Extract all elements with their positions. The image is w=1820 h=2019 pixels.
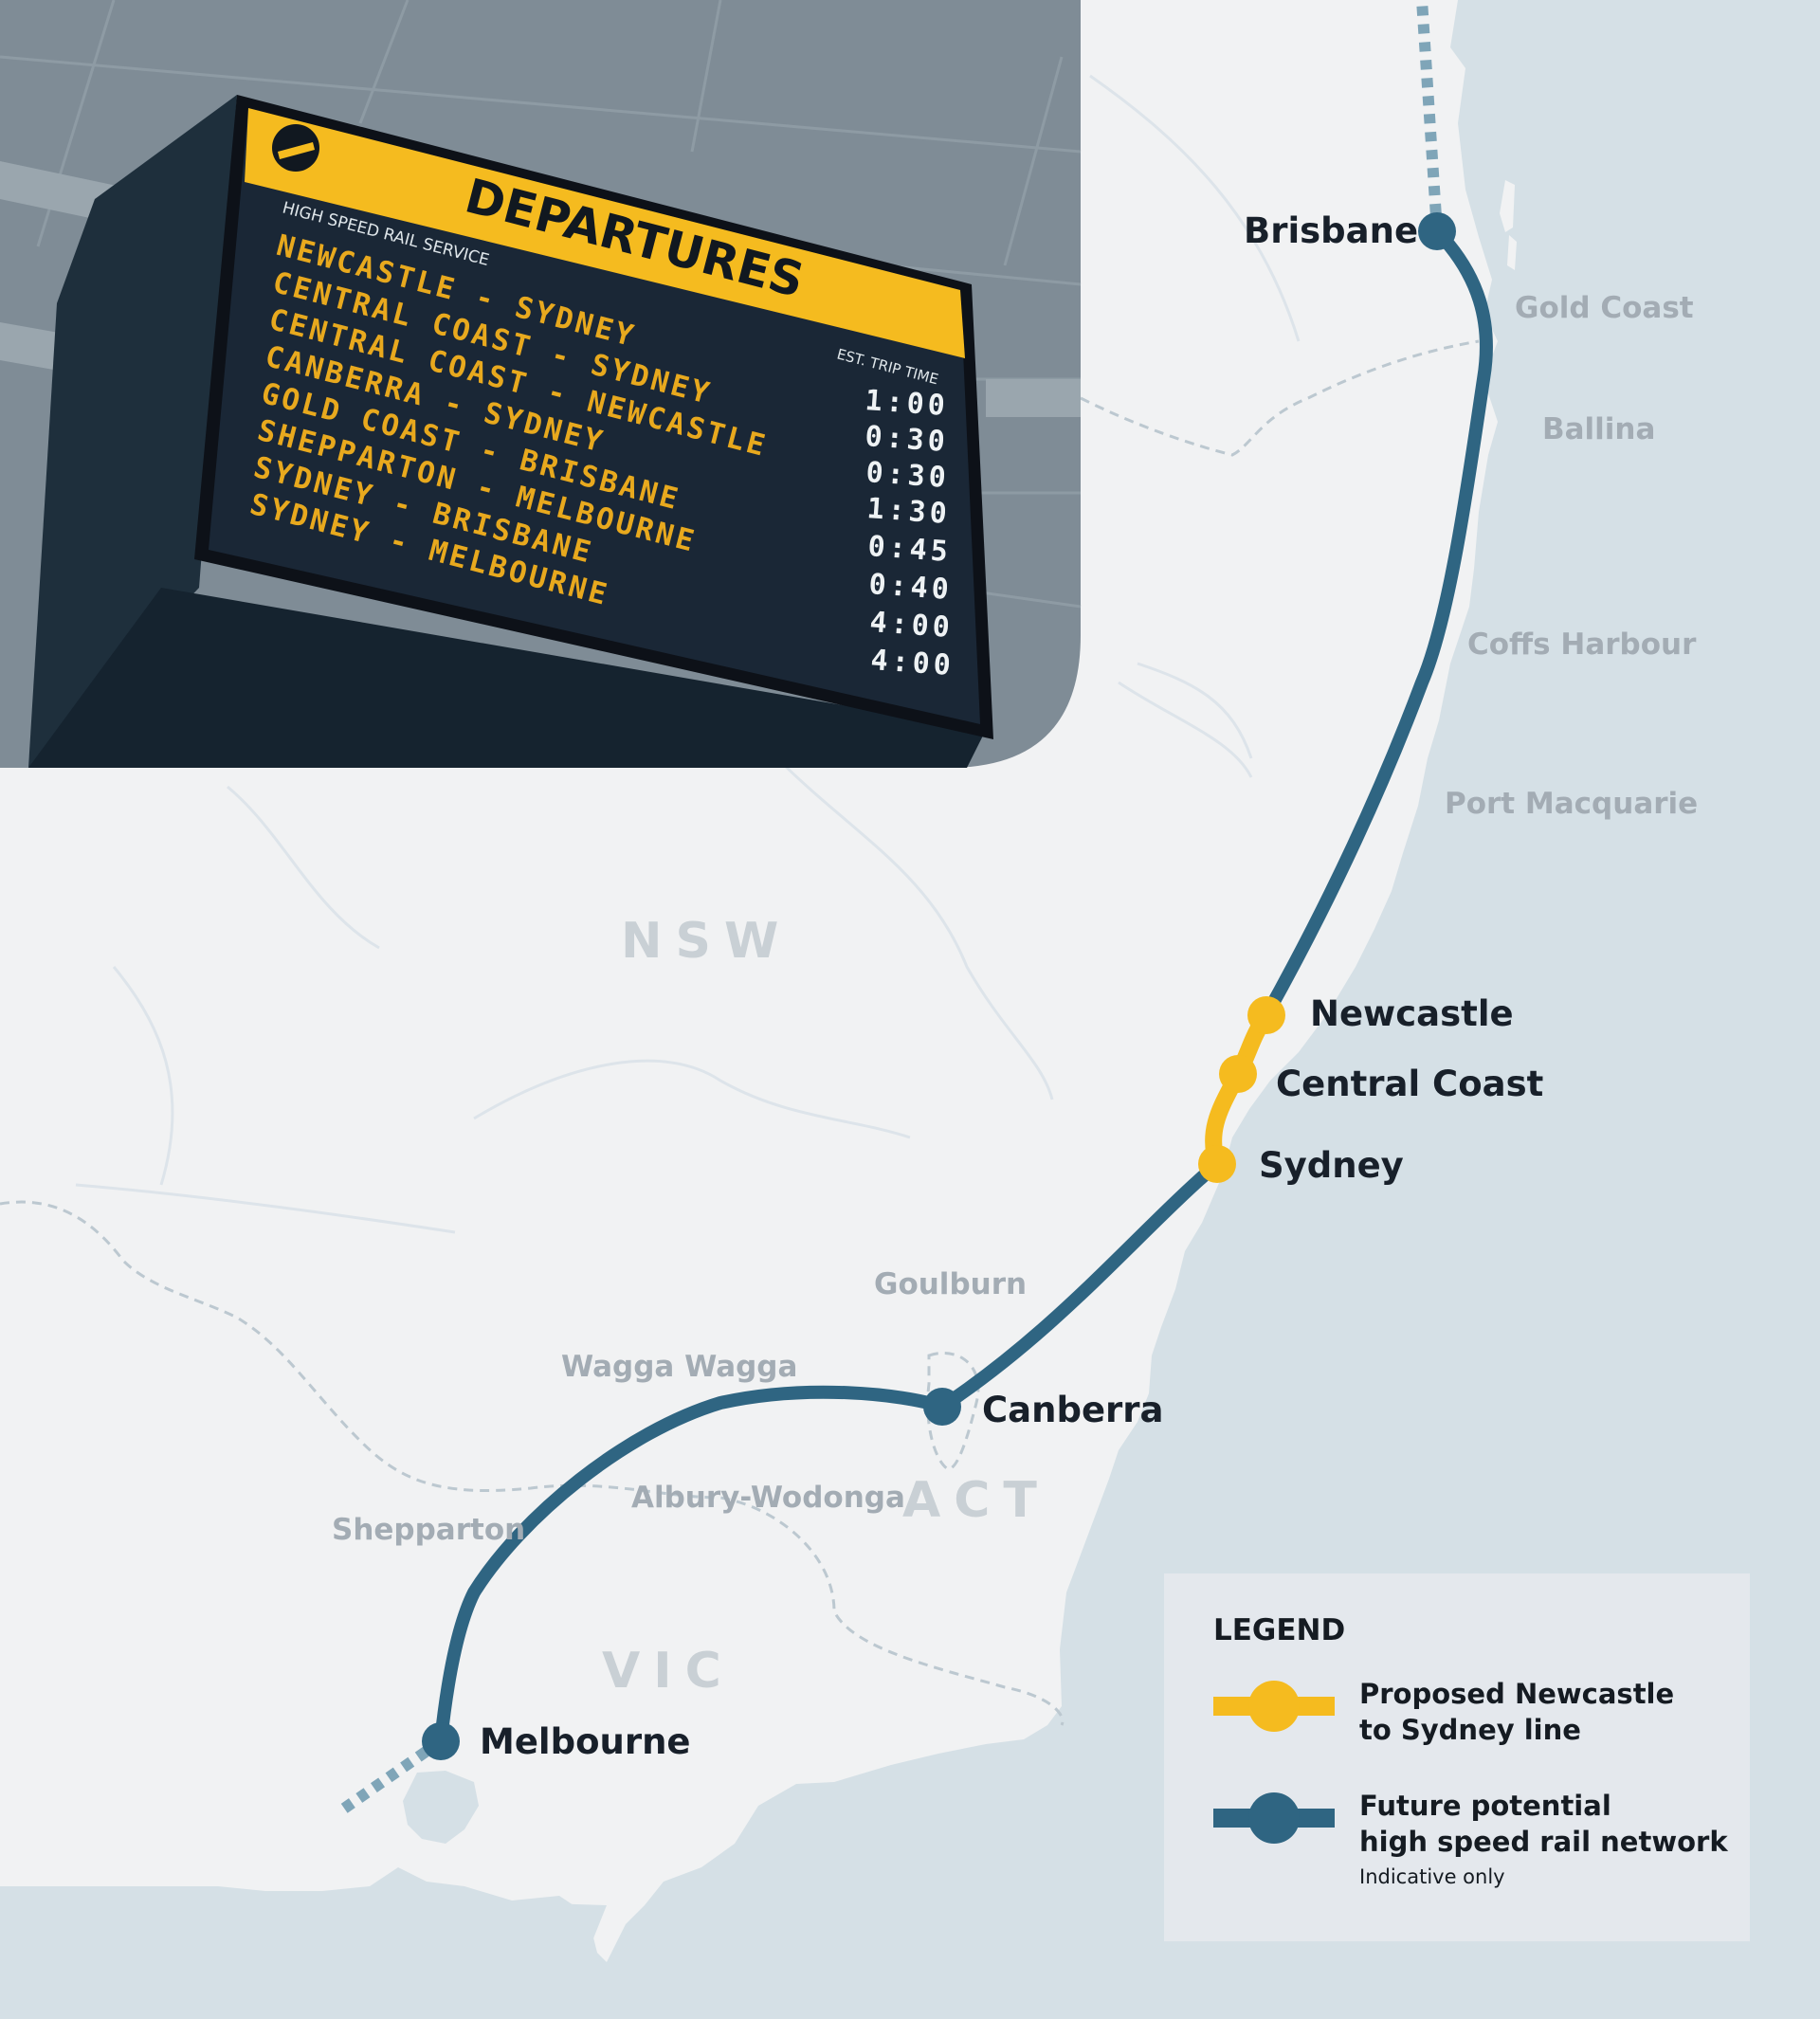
board-time-2: 0:30 bbox=[864, 420, 949, 459]
state-label-vic: VIC bbox=[602, 1643, 735, 1700]
station-label-sydney: Sydney bbox=[1259, 1145, 1404, 1186]
station-dot-central-coast[interactable] bbox=[1219, 1055, 1257, 1093]
station-dot-melbourne[interactable] bbox=[422, 1722, 460, 1760]
ceiling-line-4 bbox=[358, 0, 410, 124]
board-time-1: 1:00 bbox=[864, 384, 949, 423]
legend-future-line1: Future potential bbox=[1359, 1790, 1611, 1822]
melbourne-extension-dashed bbox=[337, 1737, 445, 1815]
train-logo-stripe bbox=[278, 142, 315, 159]
town-label-albury-wodonga: Albury-Wodonga bbox=[631, 1481, 905, 1515]
legend-proposed-line-swatch bbox=[1213, 1681, 1335, 1732]
boundary-act bbox=[926, 1351, 980, 1471]
departures-board-inset: DEPARTURES HIGH SPEED RAIL SERVICE EST. … bbox=[0, 0, 1082, 768]
board-time-7: 4:00 bbox=[868, 606, 954, 645]
boundary-nsw-vic bbox=[0, 1200, 1065, 1726]
ceiling-line-6 bbox=[1003, 56, 1064, 266]
rivers bbox=[75, 74, 1301, 1234]
river-6 bbox=[75, 1183, 456, 1234]
river-7 bbox=[112, 966, 174, 1186]
board-header bbox=[245, 108, 965, 358]
legend-future-line2: high speed rail network bbox=[1359, 1826, 1728, 1858]
ceiling-line-1 bbox=[0, 55, 1082, 154]
station-dot-sydney[interactable] bbox=[1198, 1145, 1236, 1183]
future-rail-line-south bbox=[434, 1157, 1224, 1748]
legend-proposed-dot bbox=[1248, 1681, 1300, 1732]
town-label-goulburn: Goulburn bbox=[874, 1267, 1027, 1301]
island-2 bbox=[1507, 235, 1517, 270]
board-base bbox=[28, 588, 986, 768]
river-8 bbox=[1118, 681, 1253, 778]
legend-proposed-label: Proposed Newcastle to Sydney line bbox=[1359, 1676, 1738, 1748]
station-label-central-coast: Central Coast bbox=[1276, 1064, 1543, 1104]
station-label-brisbane: Brisbane bbox=[1244, 210, 1418, 251]
town-label-coffs-harbour: Coffs Harbour bbox=[1467, 628, 1697, 662]
legend-proposed-line1: Proposed Newcastle bbox=[1359, 1678, 1675, 1710]
town-label-shepparton: Shepparton bbox=[332, 1513, 525, 1547]
board-time-4: 1:30 bbox=[865, 492, 951, 531]
river-1 bbox=[1089, 74, 1301, 342]
station-label-canberra: Canberra bbox=[982, 1390, 1164, 1430]
board-time-5: 0:45 bbox=[866, 530, 952, 569]
legend-note: Indicative only bbox=[1359, 1865, 1505, 1888]
river-3 bbox=[775, 756, 1054, 1100]
town-label-port-macquarie: Port Macquarie bbox=[1445, 787, 1698, 821]
legend-future-line-swatch bbox=[1213, 1792, 1335, 1844]
state-label-act: ACT bbox=[902, 1472, 1050, 1529]
brisbane-extension-dashed bbox=[1416, 0, 1443, 232]
legend-title: LEGEND bbox=[1213, 1613, 1346, 1647]
board-time-6: 0:40 bbox=[867, 568, 953, 607]
river-5 bbox=[473, 1059, 911, 1139]
river-4 bbox=[227, 785, 380, 950]
town-label-wagga-wagga: Wagga Wagga bbox=[561, 1350, 797, 1384]
ceiling-line-5 bbox=[690, 0, 722, 153]
legend-future-dot bbox=[1248, 1792, 1300, 1844]
island-1 bbox=[1500, 180, 1515, 232]
station-dot-newcastle[interactable] bbox=[1247, 996, 1285, 1034]
legend-proposed-line2: to Sydney line bbox=[1359, 1714, 1581, 1746]
state-boundaries bbox=[0, 339, 1480, 1726]
board-time-8: 4:00 bbox=[869, 644, 955, 682]
future-rail-line-north bbox=[1260, 225, 1493, 1022]
station-dot-canberra[interactable] bbox=[923, 1388, 961, 1426]
legend-panel: LEGEND Proposed Newcastle to Sydney line… bbox=[1164, 1573, 1750, 1941]
town-label-gold-coast: Gold Coast bbox=[1515, 291, 1694, 325]
state-label-nsw: NSW bbox=[621, 913, 792, 970]
beam-right-1 bbox=[986, 379, 1081, 417]
port-phillip-bay bbox=[403, 1771, 479, 1844]
town-label-ballina: Ballina bbox=[1542, 412, 1655, 446]
station-label-melbourne: Melbourne bbox=[480, 1721, 691, 1762]
station-label-newcastle: Newcastle bbox=[1310, 993, 1514, 1034]
legend-future-label: Future potential high speed rail network bbox=[1359, 1788, 1738, 1860]
river-2 bbox=[1137, 662, 1253, 759]
station-dot-brisbane[interactable] bbox=[1418, 212, 1456, 250]
boundary-qld-nsw bbox=[1080, 339, 1480, 457]
board-time-3: 0:30 bbox=[864, 456, 950, 495]
bass-strait bbox=[0, 1886, 607, 2019]
